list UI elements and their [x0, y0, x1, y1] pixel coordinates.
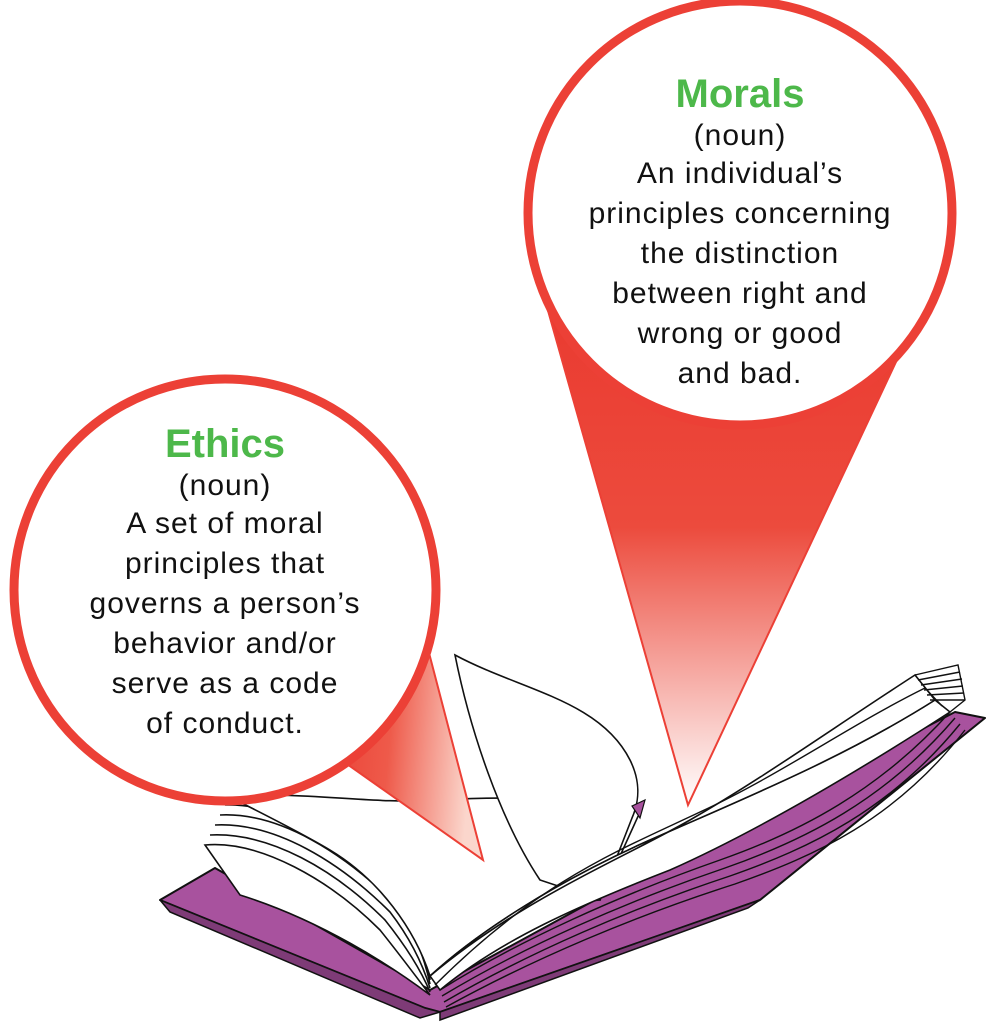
right-page-edges — [439, 664, 966, 1008]
morals-definition: Morals (noun) An individual’s principles… — [545, 70, 935, 394]
ethics-term: Ethics — [164, 422, 286, 466]
morals-term: Morals — [675, 72, 805, 116]
turning-page — [453, 653, 639, 901]
morals-part-of-speech: (noun) — [693, 119, 787, 152]
morals-bubble — [523, 0, 957, 808]
ethics-definition: Ethics (noun) A set of moral principles … — [40, 420, 410, 744]
ethics-part-of-speech: (noun) — [178, 469, 272, 502]
ethics-definition-text: A set of moral principles that governs a… — [89, 507, 361, 740]
morals-definition-text: An individual’s principles concerning th… — [588, 157, 892, 390]
ethics-bubble — [9, 374, 485, 863]
